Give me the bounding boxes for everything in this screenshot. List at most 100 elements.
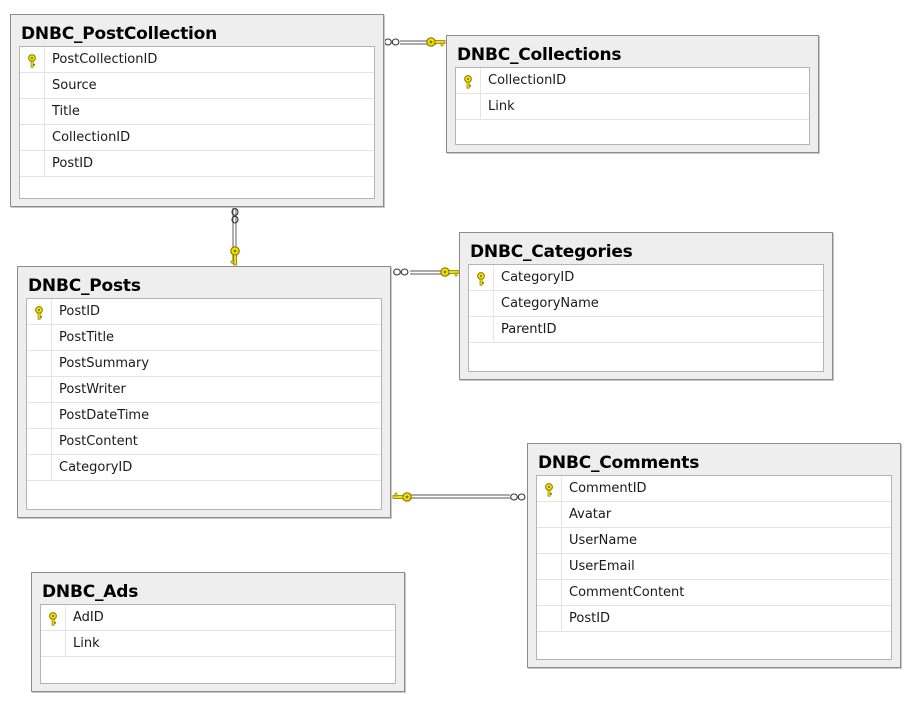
column-row[interactable]: CommentContent bbox=[537, 580, 891, 606]
column-row[interactable]: Link bbox=[456, 94, 809, 120]
key-icon bbox=[463, 74, 473, 89]
column-name: Avatar bbox=[569, 507, 612, 522]
row-selector bbox=[27, 429, 52, 454]
row-selector bbox=[20, 99, 45, 124]
key-icon bbox=[440, 267, 460, 277]
column-name: AdID bbox=[73, 610, 104, 625]
column-row[interactable]: CategoryID bbox=[27, 455, 381, 481]
column-name: PostID bbox=[59, 304, 101, 319]
column-row[interactable]: PostID bbox=[537, 606, 891, 632]
column-name: UserName bbox=[569, 533, 637, 548]
table-title: DNBC_PostCollection bbox=[21, 24, 218, 44]
column-row[interactable]: Title bbox=[20, 99, 374, 125]
column-name: CommentContent bbox=[569, 585, 685, 600]
row-selector bbox=[469, 265, 494, 290]
row-selector bbox=[20, 47, 45, 72]
row-selector bbox=[456, 68, 481, 93]
column-name: CategoryID bbox=[59, 460, 133, 475]
row-selector bbox=[20, 125, 45, 150]
infinity-icon bbox=[384, 38, 400, 46]
column-row[interactable]: UserEmail bbox=[537, 554, 891, 580]
column-list: CollectionID Link bbox=[455, 67, 810, 145]
infinity-icon bbox=[510, 493, 526, 501]
column-name: PostWriter bbox=[59, 382, 126, 397]
column-name: CategoryName bbox=[501, 296, 599, 311]
row-selector bbox=[27, 377, 52, 402]
column-name: Link bbox=[73, 636, 100, 651]
key-icon bbox=[392, 492, 412, 502]
key-icon bbox=[34, 305, 44, 320]
table-title: DNBC_Comments bbox=[538, 453, 700, 473]
column-row[interactable]: PostCollectionID bbox=[20, 47, 374, 73]
column-name: PostSummary bbox=[59, 356, 150, 371]
column-list: AdID Link bbox=[40, 604, 396, 684]
row-selector bbox=[20, 73, 45, 98]
column-name: Link bbox=[488, 99, 515, 114]
key-icon bbox=[27, 53, 37, 68]
table-title: DNBC_Posts bbox=[28, 276, 141, 296]
key-icon bbox=[476, 271, 486, 286]
relationship-comments-posts[interactable] bbox=[392, 492, 526, 502]
column-row[interactable]: PostID bbox=[20, 151, 374, 177]
key-icon bbox=[48, 611, 58, 626]
column-name: PostContent bbox=[59, 434, 138, 449]
column-name: CommentID bbox=[569, 481, 647, 496]
row-selector bbox=[469, 317, 494, 342]
row-selector bbox=[41, 631, 66, 656]
row-selector bbox=[27, 403, 52, 428]
column-row[interactable]: PostTitle bbox=[27, 325, 381, 351]
column-row[interactable]: Avatar bbox=[537, 502, 891, 528]
column-name: CollectionID bbox=[488, 73, 567, 88]
column-row[interactable]: CategoryID bbox=[469, 265, 823, 291]
column-name: CategoryID bbox=[501, 270, 575, 285]
column-row[interactable]: PostID bbox=[27, 299, 381, 325]
column-row[interactable]: ParentID bbox=[469, 317, 823, 343]
column-name: Title bbox=[52, 104, 80, 119]
column-row[interactable]: PostSummary bbox=[27, 351, 381, 377]
row-selector bbox=[27, 299, 52, 324]
column-row[interactable]: PostContent bbox=[27, 429, 381, 455]
column-name: Source bbox=[52, 78, 97, 93]
row-selector bbox=[469, 291, 494, 316]
row-selector bbox=[537, 606, 562, 631]
column-row[interactable]: CollectionID bbox=[20, 125, 374, 151]
table-title: DNBC_Categories bbox=[470, 242, 633, 262]
row-selector bbox=[27, 325, 52, 350]
column-row[interactable]: Link bbox=[41, 631, 395, 657]
row-selector bbox=[537, 502, 562, 527]
column-row[interactable]: UserName bbox=[537, 528, 891, 554]
column-name: ParentID bbox=[501, 322, 557, 337]
table-title: DNBC_Ads bbox=[42, 582, 139, 602]
column-row[interactable]: CollectionID bbox=[456, 68, 809, 94]
table-postcollection[interactable]: DNBC_PostCollection PostCollectionID Sour… bbox=[10, 14, 384, 207]
key-icon bbox=[230, 246, 240, 266]
column-row[interactable]: PostWriter bbox=[27, 377, 381, 403]
row-selector bbox=[537, 528, 562, 553]
column-row[interactable]: CategoryName bbox=[469, 291, 823, 317]
relationship-postcollection-collections[interactable] bbox=[384, 37, 446, 47]
column-name: PostTitle bbox=[59, 330, 115, 345]
table-ads[interactable]: DNBC_Ads AdID Link bbox=[31, 572, 405, 692]
column-row[interactable]: PostDateTime bbox=[27, 403, 381, 429]
relationship-postcollection-posts[interactable] bbox=[230, 208, 240, 266]
column-name: PostID bbox=[569, 611, 611, 626]
relationship-posts-categories[interactable] bbox=[393, 267, 460, 277]
row-selector bbox=[27, 351, 52, 376]
key-icon bbox=[426, 37, 446, 47]
column-row[interactable]: Source bbox=[20, 73, 374, 99]
column-name: CollectionID bbox=[52, 130, 131, 145]
key-icon bbox=[544, 482, 554, 497]
row-selector bbox=[20, 151, 45, 176]
column-row[interactable]: AdID bbox=[41, 605, 395, 631]
infinity-icon bbox=[393, 268, 409, 276]
column-row[interactable]: CommentID bbox=[537, 476, 891, 502]
